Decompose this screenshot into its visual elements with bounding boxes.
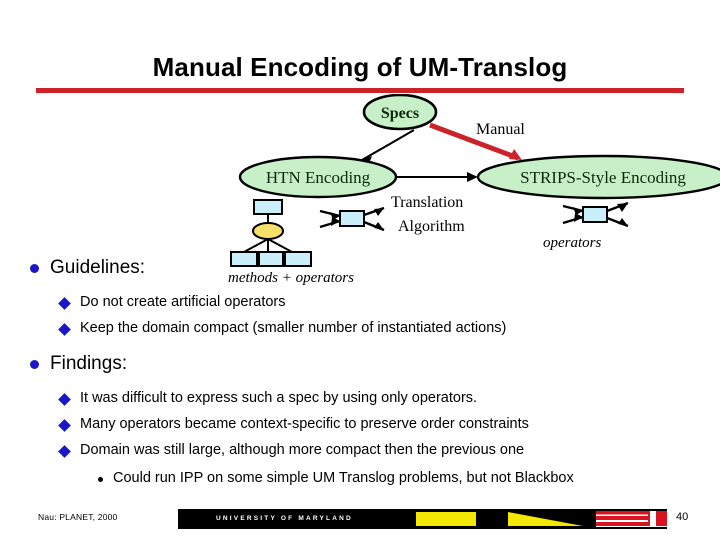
bullet-findings: Findings: (30, 352, 127, 375)
node-specs-label: Specs (381, 105, 419, 122)
bullet-diamond-icon (58, 297, 71, 310)
maryland-flag-graphic (416, 511, 667, 527)
bullet-text: Many operators became context-specific t… (80, 416, 529, 432)
arrow-specs-to-strips-manual (429, 122, 522, 161)
caption-operators: operators (543, 235, 602, 251)
node-htn-encoding: HTN Encoding (238, 155, 398, 199)
bullet-diamond-icon (58, 445, 71, 458)
bullet-text: It was difficult to express such a spec … (80, 390, 478, 406)
bullet-findings-item-1: It was difficult to express such a spec … (58, 390, 710, 408)
bullet-guidelines-label: Guidelines: (50, 257, 146, 278)
title-divider (36, 88, 684, 93)
bullet-disc-icon (30, 264, 39, 273)
bullet-findings-item-3: Domain was still large, although more co… (58, 442, 720, 460)
bullet-disc-icon (30, 360, 39, 369)
node-htn-label: HTN Encoding (266, 168, 371, 187)
htn-method-tree-icon (230, 199, 312, 267)
bullet-dot-icon (98, 477, 103, 482)
bullet-text: Do not create artificial operators (80, 294, 286, 310)
node-strips-encoding: STRIPS-Style Encoding (476, 154, 720, 200)
footer-maryland-band: UNIVERSITY OF MARYLAND (178, 509, 667, 529)
bullet-findings-item-2: Many operators became context-specific t… (58, 416, 720, 434)
bullet-guidelines: Guidelines: (30, 256, 145, 279)
page-number: 40 (676, 511, 689, 523)
operator-icon-left (319, 206, 385, 232)
bullet-diamond-icon (58, 393, 71, 406)
node-specs: Specs (362, 94, 438, 131)
edge-label-translation-1: Translation (391, 194, 463, 211)
bullet-text: Keep the domain compact (smaller number … (80, 320, 507, 336)
bullet-findings-label: Findings: (50, 353, 128, 374)
edge-label-manual: Manual (476, 121, 525, 138)
footer-band-label: UNIVERSITY OF MARYLAND (216, 515, 353, 522)
bullet-findings-subitem: Could run IPP on some simple UM Translog… (98, 470, 678, 488)
bullet-diamond-icon (58, 323, 71, 336)
bullet-text: Could run IPP on some simple UM Translog… (113, 470, 574, 486)
bullet-diamond-icon (58, 419, 71, 432)
bullet-guidelines-item-1: Do not create artificial operators (58, 294, 700, 312)
bullet-text: Domain was still large, although more co… (80, 442, 525, 458)
arrow-specs-to-htn (361, 129, 415, 166)
encoding-diagram: Specs HTN Encoding STRIPS-Style Encoding… (228, 94, 720, 286)
arrow-htn-to-strips (393, 172, 478, 182)
caption-methods-operators: methods + operators (228, 270, 354, 286)
bullet-guidelines-item-2: Keep the domain compact (smaller number … (58, 320, 710, 338)
page-title: Manual Encoding of UM-Translog (152, 52, 568, 82)
footer-credit: Nau: PLANET, 2000 (38, 512, 118, 522)
operator-icon-right (562, 201, 629, 228)
node-strips-label: STRIPS-Style Encoding (520, 168, 686, 187)
edge-label-translation-2: Algorithm (398, 218, 465, 235)
